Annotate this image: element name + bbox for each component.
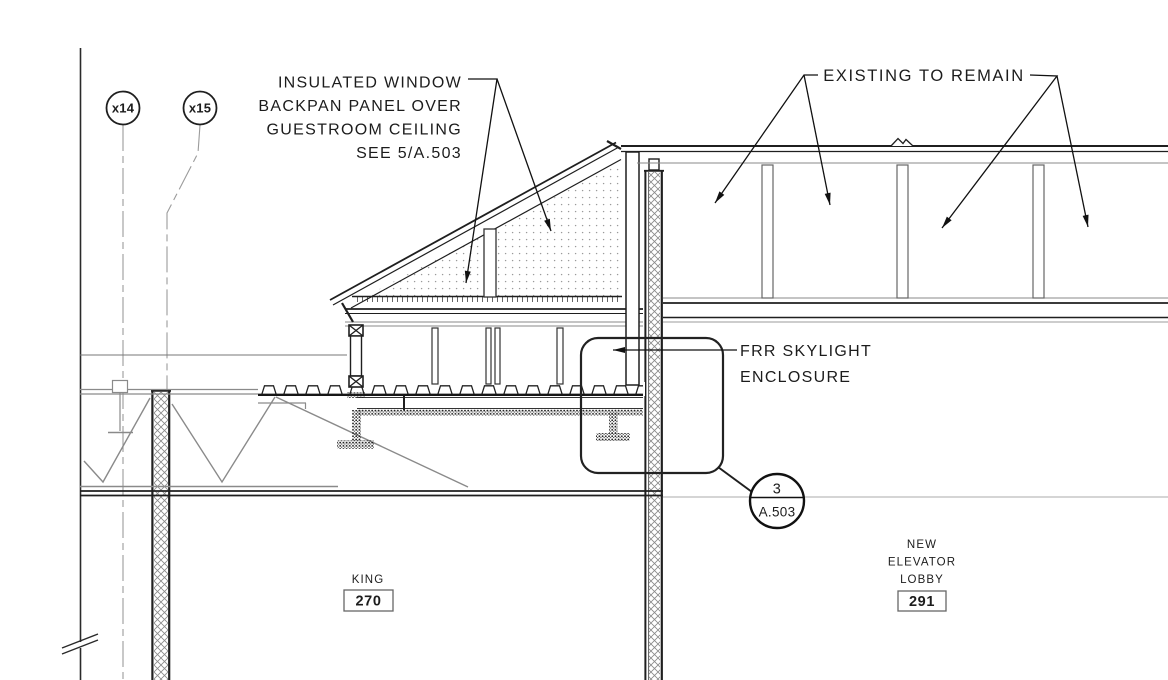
drawing-border-line: [61, 48, 99, 680]
hanger-assembly: [108, 379, 133, 434]
detail-callout-bubble: 3 A.503: [748, 472, 806, 530]
room-king-name: KING: [352, 574, 385, 586]
leader-insulated-window-2: [496, 78, 552, 232]
grid-bubble-x15: x15: [182, 90, 218, 126]
wall-top-cap-block: [648, 158, 660, 171]
note-insulated-window-line2: BACKPAN PANEL OVER: [258, 98, 462, 115]
right-insulated-wall: [644, 158, 664, 680]
guestroom-ceiling-lines: [80, 490, 663, 497]
roof-break-mark: [890, 137, 914, 147]
break-mark: [61, 633, 99, 655]
fireproofed-steel-framing: [337, 392, 643, 449]
room-lobby-name-line1: NEW: [907, 539, 937, 551]
skylight-left-post: [348, 324, 364, 388]
grid-bubble-x14: x14: [105, 90, 141, 126]
note-frr-skylight-line2: ENCLOSURE: [740, 369, 851, 386]
leader-lines: [464, 74, 1089, 353]
ridge-cap: [606, 140, 622, 150]
room-lobby-number: 291: [909, 594, 935, 610]
fireproofed-beam-left: [337, 392, 374, 449]
room-king-number: 270: [356, 594, 382, 610]
note-existing-to-remain: EXISTING TO REMAIN: [823, 67, 1024, 85]
note-insulated-window-line1: INSULATED WINDOW: [278, 75, 462, 92]
room-lobby-name-line2: ELEVATOR: [888, 557, 956, 569]
leader-existing-4: [1056, 75, 1089, 228]
note-frr-skylight-line1: FRR SKYLIGHT: [740, 343, 872, 360]
skylight-framing-studs: [431, 151, 640, 386]
room-king-number-box: [343, 589, 394, 612]
detail-number: 3: [773, 482, 781, 498]
left-insulated-wall: [151, 389, 171, 680]
metal-roof-deck: [258, 382, 645, 396]
room-lobby-number-box: [897, 590, 947, 612]
detail-sheet-number: A.503: [759, 505, 796, 520]
note-insulated-window-line4: SEE 5/A.503: [356, 145, 462, 162]
fireproofed-beam-right: [596, 412, 630, 441]
existing-roof-lines: [621, 137, 1168, 164]
grid-line-x15: [166, 124, 201, 680]
note-insulated-window: INSULATED WINDOW BACKPAN PANEL OVER GUES…: [258, 75, 462, 163]
existing-framing-studs: [761, 164, 1045, 299]
note-insulated-window-line3: GUESTROOM CEILING: [267, 122, 462, 139]
leader-existing-2: [803, 74, 831, 206]
room-tag-king: KING 270: [343, 574, 394, 612]
deck-edge-lines: [258, 396, 643, 410]
room-tag-elevator-lobby: NEW ELEVATOR LOBBY 291: [888, 539, 956, 612]
note-frr-skylight: FRR SKYLIGHT ENCLOSURE: [740, 343, 872, 386]
skylight-eave-band: [341, 302, 643, 327]
grid-bubble-x15-label: x15: [189, 101, 211, 116]
grid-bubble-x14-label: x14: [112, 101, 135, 116]
frr-enclosure-callout-box: [579, 336, 753, 493]
existing-ceiling-lines: [663, 297, 1168, 323]
room-lobby-name-line3: LOBBY: [900, 574, 944, 586]
